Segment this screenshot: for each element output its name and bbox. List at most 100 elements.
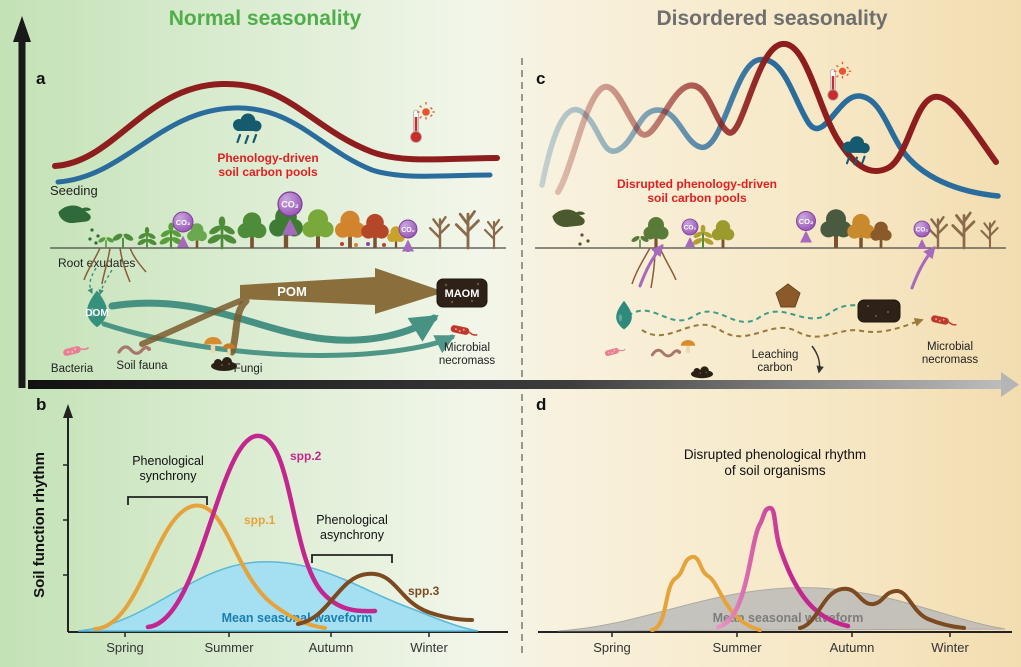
- panel-label-c: c: [536, 69, 545, 88]
- maom-blob: [857, 299, 901, 323]
- seeds-dots: [578, 233, 590, 246]
- seeds-dots: [88, 228, 100, 245]
- autumn-tree-icon: [361, 213, 389, 248]
- pom-particle-icon: [775, 283, 801, 308]
- dom-to-necromass-flow: [101, 321, 456, 358]
- roots-normal: [83, 247, 147, 285]
- bare-tree-icon: [926, 215, 949, 250]
- dom-to-maom-flow: [108, 299, 439, 344]
- leaching-label-line1: Leaching: [752, 349, 799, 361]
- thermometer-icon: [826, 60, 853, 102]
- panel-label-d: d: [536, 395, 546, 414]
- rain-cloud-icon: [231, 112, 263, 145]
- temperature-curve-normal: [52, 80, 500, 169]
- title-disordered-seasonality: Disordered seasonality: [656, 7, 887, 30]
- fungi-label: Fungi: [234, 363, 263, 375]
- synchrony-label-line1: Phenological: [132, 454, 204, 468]
- soil-clump-icon: [690, 366, 714, 379]
- panel-label-b: b: [36, 395, 46, 414]
- season-winter: Winter: [931, 640, 969, 655]
- season-autumn: Autumn: [830, 640, 875, 655]
- pools-label-line1: Disrupted phenology-driven: [617, 177, 777, 191]
- season-summer: Summer: [712, 640, 762, 655]
- co2-group-2: CO₂: [277, 191, 303, 236]
- co2-group-3: CO₂: [398, 219, 418, 252]
- season-summer: Summer: [204, 640, 254, 655]
- olive-tree-icon: [643, 217, 669, 248]
- title-normal-seasonality: Normal seasonality: [169, 7, 362, 30]
- purple-flux-arrow: [638, 244, 664, 288]
- necromass-icon: [929, 314, 959, 328]
- maom-box: MAOM: [436, 278, 488, 308]
- horizontal-time-axis: [28, 372, 1019, 397]
- panel-d-axis: [538, 631, 1012, 637]
- spp1-label: spp.1: [244, 513, 276, 527]
- phenology-pools-label: Phenology-driven soil carbon pools: [217, 151, 318, 179]
- autumn-tree-icon: [335, 210, 365, 248]
- purple-flux-arrow: [910, 246, 936, 290]
- exudate-arrows: [87, 267, 113, 296]
- necromass-label-line2: necromass: [922, 354, 978, 366]
- bacteria-icon: [61, 342, 91, 358]
- disrupted-pools-label: Disrupted phenology-driven soil carbon p…: [617, 177, 777, 205]
- vegetation-row-normal: [96, 206, 504, 250]
- moisture-curve-disordered: [539, 56, 1001, 199]
- sprout-icon: [96, 235, 116, 249]
- bare-tree-icon: [483, 218, 504, 250]
- co2-label: CO₂: [281, 200, 299, 210]
- seeding-hand-icon: [551, 207, 587, 230]
- left-vertical-axis: [13, 16, 31, 388]
- leaching-label-line2: carbon: [757, 362, 792, 374]
- co2-label: CO₂: [916, 227, 929, 234]
- dom-droplet-icon: [616, 300, 632, 330]
- moisture-curve-normal: [55, 105, 493, 185]
- co2-group-1: CO₂: [172, 211, 194, 248]
- panel-d: d Disrupted phenological rhythm of soil …: [536, 395, 1012, 655]
- asynchrony-label-line1: Phenological: [316, 513, 388, 527]
- maom-label: MAOM: [445, 288, 480, 300]
- season-spring: Spring: [593, 640, 631, 655]
- root-exudates-label: Root exudates: [58, 256, 135, 270]
- asynchrony-bracket: [311, 554, 393, 563]
- plant-icon: [135, 225, 159, 249]
- necromass-label-line1: Microbial: [927, 341, 973, 353]
- yellow-tree-icon: [711, 220, 735, 248]
- seeding-label: Seeding: [50, 183, 98, 198]
- panel-b-axes: [63, 404, 508, 637]
- necromass-label-line1: Microbial: [444, 342, 490, 354]
- season-autumn: Autumn: [309, 640, 354, 655]
- bare-tree-icon: [951, 211, 976, 250]
- co2-group-1: CO₂: [681, 218, 699, 247]
- mean-waveform-label: Mean seasonal waveform: [713, 611, 864, 625]
- season-spring: Spring: [106, 640, 144, 655]
- bare-tree-icon: [980, 220, 999, 250]
- asynchrony-label-line2: asynchrony: [320, 528, 385, 542]
- spp1-curve-disordered: [650, 554, 762, 632]
- co2-group-2: CO₂: [796, 211, 816, 243]
- pools-label-line2: soil carbon pools: [647, 191, 747, 205]
- synchrony-bracket: [127, 496, 208, 505]
- panel-c: c Disrupted phenology-driven soil carbon…: [535, 40, 1006, 379]
- synchrony-annotation: Phenological synchrony: [127, 454, 208, 505]
- green-tree-icon: [237, 212, 267, 248]
- y-axis-label: Soil function rhythm: [31, 452, 48, 598]
- pom-label: POM: [277, 284, 307, 299]
- disrupted-rhythm-line1: Disrupted phenological rhythm: [684, 447, 866, 462]
- thermometer-icon: [409, 100, 437, 144]
- bacteria-label: Bacteria: [51, 363, 94, 375]
- soil-fauna-label: Soil fauna: [116, 360, 168, 372]
- fauna-to-pom-flow: [139, 298, 243, 347]
- disrupted-rhythm-line2: of soil organisms: [724, 463, 826, 478]
- spp2-label: spp.2: [290, 449, 322, 463]
- dom-label: DOM: [85, 308, 108, 319]
- co2-label: CO₂: [684, 225, 697, 232]
- co2-label: CO₂: [799, 217, 814, 226]
- spp3-curve-disordered: [798, 586, 966, 630]
- dashed-brown-flow: [641, 318, 924, 338]
- sprout-icon: [110, 231, 136, 249]
- spp3-label: spp.3: [408, 584, 440, 598]
- autumn-tree-icon: [847, 213, 875, 248]
- mean-waveform-disordered: [557, 587, 1006, 632]
- necromass-icon: [449, 323, 479, 339]
